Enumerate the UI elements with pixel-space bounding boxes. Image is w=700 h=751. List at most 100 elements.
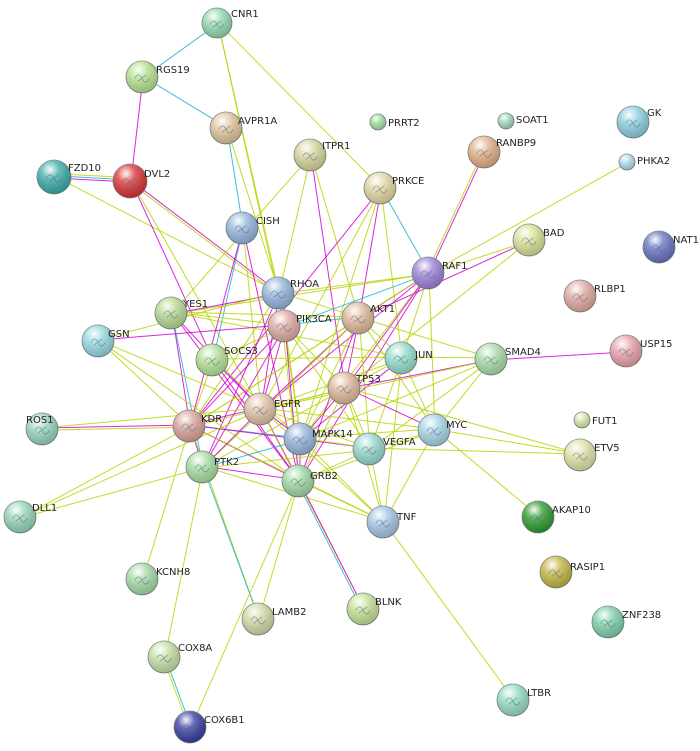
node-gloss [155, 297, 187, 329]
node-gsn[interactable]: GSN [81, 324, 130, 358]
node-phka2[interactable]: PHKA2 [618, 153, 670, 171]
protein-structure-icon [234, 225, 250, 234]
node-znf238[interactable]: ZNF238 [591, 605, 661, 639]
node-rasip1[interactable]: RASIP1 [539, 555, 605, 589]
node-label: SOAT1 [516, 115, 549, 126]
edge-jun-tnf-textmining [383, 358, 403, 523]
edge-ptk2-lamb2-database [202, 466, 260, 619]
node-fut1[interactable]: FUT1 [573, 411, 618, 429]
node-rlbp1[interactable]: RLBP1 [563, 279, 626, 313]
node-gloss [617, 106, 649, 138]
node-dll1[interactable]: DLL1 [3, 500, 57, 534]
protein-structure-icon [483, 356, 499, 365]
node-lamb2[interactable]: LAMB2 [241, 602, 307, 636]
node-mapk14[interactable]: MAPK14 [283, 422, 353, 456]
node-vegfa[interactable]: VEGFA [352, 432, 416, 466]
node-yes1[interactable]: YES1 [154, 296, 208, 330]
protein-structure-icon [209, 20, 225, 29]
node-raf1[interactable]: RAF1 [411, 256, 468, 290]
node-smad4[interactable]: SMAD4 [474, 342, 541, 376]
edge-myc-tnf-textmining [383, 430, 436, 523]
edge-pik3ca-ptk2-experimental [202, 326, 286, 468]
node-label: MYC [446, 420, 467, 431]
node-ros1[interactable]: ROS1 [25, 412, 59, 446]
node-akap10[interactable]: AKAP10 [521, 500, 591, 534]
node-akt1[interactable]: AKT1 [341, 301, 395, 335]
node-cnr1[interactable]: CNR1 [201, 7, 259, 39]
node-gloss [226, 212, 258, 244]
node-label: RLBP1 [594, 284, 626, 295]
edge-akt1-vegfa-textmining [358, 317, 371, 449]
node-nat1[interactable]: NAT1 [642, 230, 699, 264]
protein-structure-icon [375, 519, 391, 528]
node-tnf[interactable]: TNF [366, 505, 417, 539]
node-fzd10[interactable]: FZD10 [36, 159, 101, 195]
node-label: KDR [201, 414, 222, 425]
edge-avpr1a-cish-database [226, 127, 244, 228]
node-label: EGFR [274, 399, 301, 410]
node-gloss [242, 603, 274, 635]
edge-usp15-smad4-experimental [491, 351, 627, 361]
node-label: COX6B1 [204, 715, 245, 726]
node-label: SMAD4 [505, 347, 541, 358]
node-itpr1[interactable]: ITPR1 [293, 138, 350, 172]
node-kcnh8[interactable]: KCNH8 [125, 562, 190, 596]
edge-ros1-kdr-experimental [41, 424, 189, 429]
node-bad[interactable]: BAD [512, 223, 565, 257]
node-blnk[interactable]: BLNK [346, 592, 402, 626]
node-pik3ca[interactable]: PIK3CA [267, 309, 332, 343]
node-egfr[interactable]: EGFR [243, 392, 301, 426]
node-ranbp9[interactable]: RANBP9 [467, 135, 536, 169]
node-socs3[interactable]: SOCS3 [195, 343, 258, 377]
node-gk[interactable]: GK [616, 105, 662, 139]
protein-structure-icon [355, 606, 371, 615]
edge-dvl2-socs3-experimental [130, 180, 214, 360]
node-kdr[interactable]: KDR [172, 409, 222, 443]
node-cox8a[interactable]: COX8A [147, 640, 212, 674]
node-gloss [26, 413, 58, 445]
node-soat1[interactable]: SOAT1 [497, 112, 549, 130]
protein-structure-icon [651, 244, 667, 253]
node-ptk2[interactable]: PTK2 [185, 450, 239, 484]
node-prkce[interactable]: PRKCE [363, 171, 424, 205]
node-cox6b1[interactable]: COX6B1 [173, 710, 245, 744]
edge-bad-tp53-textmining [344, 240, 530, 390]
node-gloss [342, 302, 374, 334]
node-etv5[interactable]: ETV5 [563, 438, 620, 472]
edge-layer [20, 21, 628, 728]
node-tp53[interactable]: TP53 [327, 371, 381, 405]
node-label: FUT1 [592, 416, 618, 427]
node-gloss [643, 231, 675, 263]
edge-myc-etv5-textmining [434, 428, 581, 455]
node-prrt2[interactable]: PRRT2 [369, 113, 420, 131]
node-myc[interactable]: MYC [417, 413, 467, 447]
node-label: VEGFA [383, 437, 416, 448]
node-gloss [173, 410, 205, 442]
node-label: GK [647, 108, 662, 119]
node-dvl2[interactable]: DVL2 [112, 163, 170, 199]
edge-grb2-blnk-experimental [298, 480, 365, 609]
node-cish[interactable]: CISH [225, 211, 280, 245]
node-grb2[interactable]: GRB2 [281, 464, 338, 498]
node-gloss [592, 606, 624, 638]
edge-cish-socs3-database [212, 228, 244, 361]
edge-tp53-ptk2-textmining [202, 388, 345, 469]
node-jun[interactable]: JUN [384, 341, 433, 375]
node-usp15[interactable]: USP15 [609, 334, 672, 368]
node-label: AVPR1A [238, 116, 277, 127]
node-label: RGS19 [156, 65, 190, 76]
node-ltbr[interactable]: LTBR [496, 683, 551, 717]
node-gloss [284, 423, 316, 455]
node-rgs19[interactable]: RGS19 [125, 60, 190, 94]
edge-cish-egfr-textmining [242, 227, 262, 409]
node-label: CNR1 [231, 9, 259, 20]
node-rhoa[interactable]: RHOA [261, 276, 319, 310]
edge-dvl2-egfr-textmining [130, 180, 262, 409]
node-gloss [610, 335, 642, 367]
edge-akt1-smad4-textmining [358, 316, 492, 359]
node-gloss [186, 451, 218, 483]
node-gloss [37, 160, 71, 194]
edge-phka2-raf1-textmining [428, 162, 628, 275]
node-avpr1a[interactable]: AVPR1A [209, 111, 277, 145]
edge-dvl2-rhoa-textmining [128, 181, 278, 295]
